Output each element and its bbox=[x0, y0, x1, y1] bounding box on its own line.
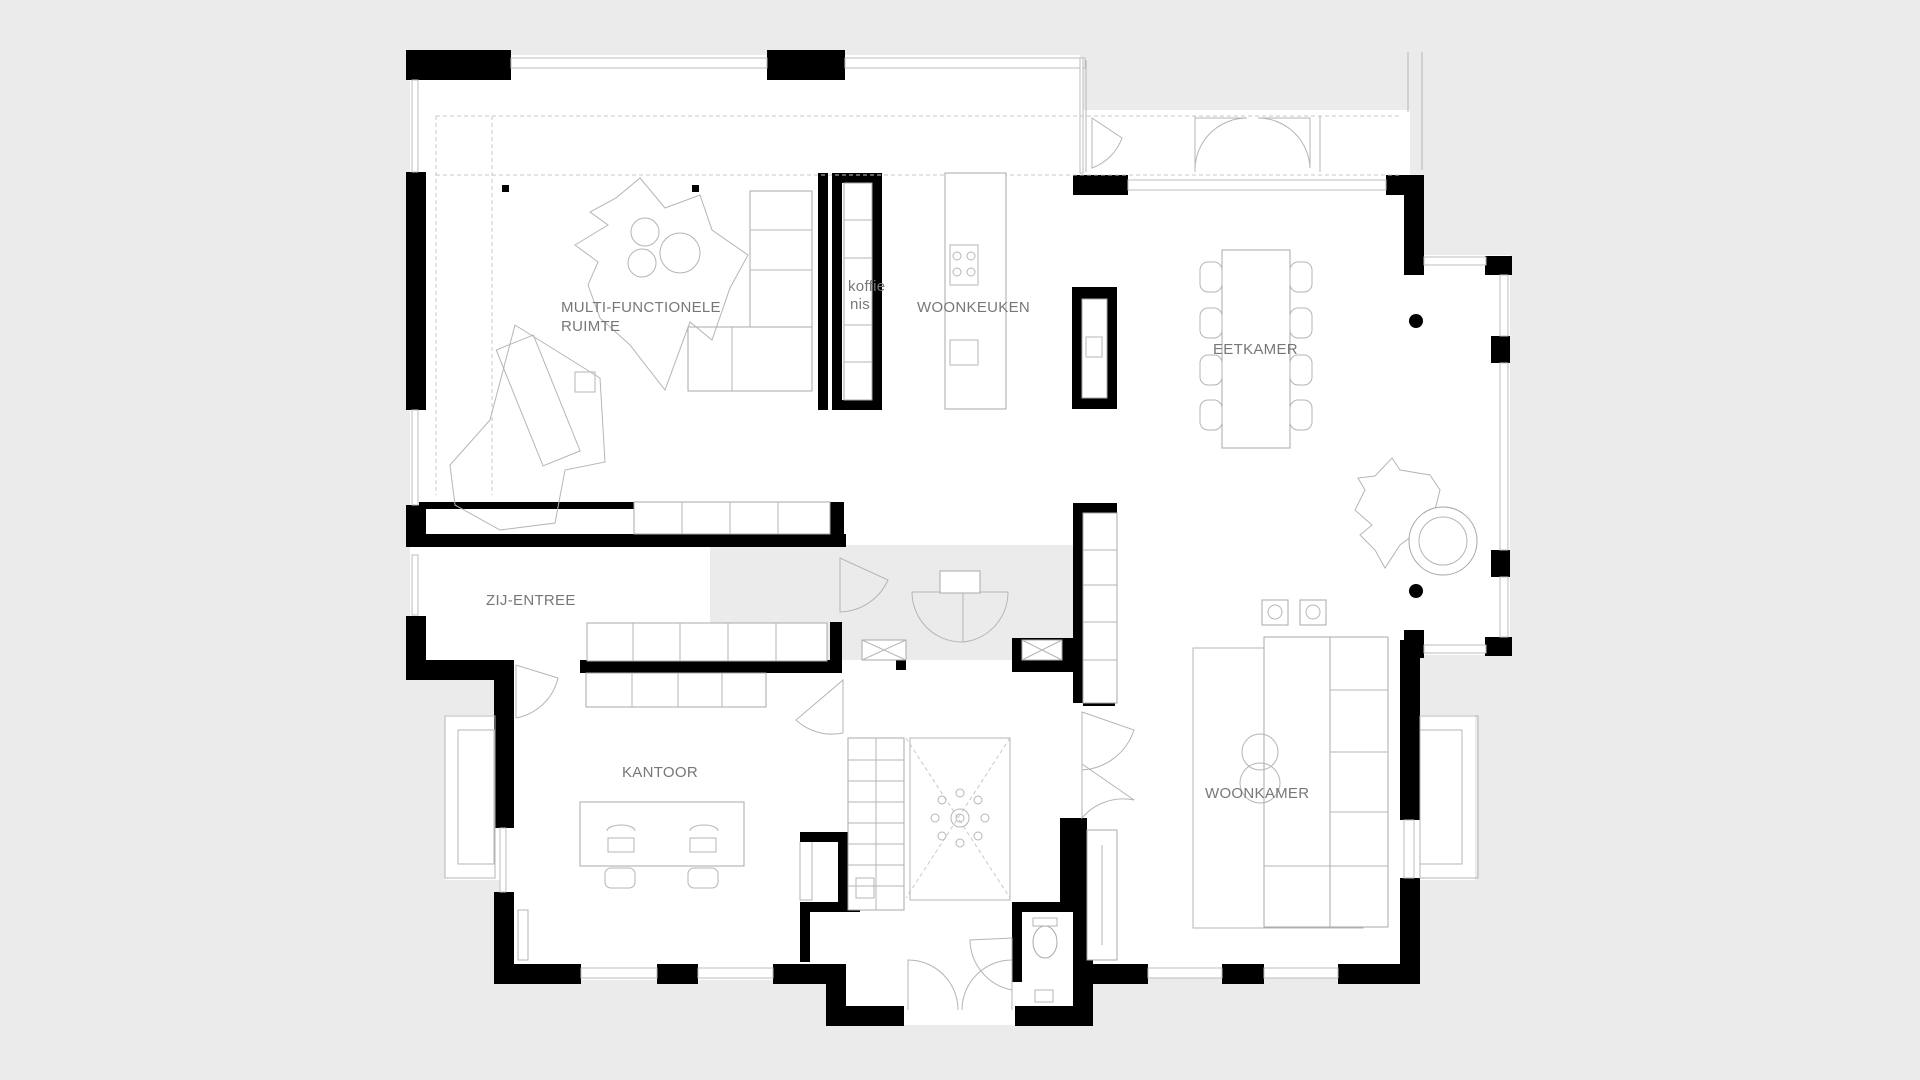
label-multifunctional-line2: RUIMTE bbox=[561, 318, 620, 335]
windows bbox=[411, 52, 1509, 979]
walls bbox=[406, 50, 1512, 1026]
doors bbox=[515, 116, 1321, 1011]
furniture bbox=[449, 172, 1478, 1003]
overhead-dashed-lines bbox=[435, 115, 1400, 899]
label-coffee-line2: nis bbox=[850, 296, 870, 313]
label-office: KANTOOR bbox=[622, 764, 698, 781]
label-kitchen: WOONKEUKEN bbox=[917, 299, 1030, 316]
label-multifunctional-line1: MULTI-FUNCTIONELE bbox=[561, 299, 721, 316]
room-labels: MULTI-FUNCTIONELE RUIMTE koffie nis WOON… bbox=[486, 278, 1309, 802]
label-living: WOONKAMER bbox=[1205, 785, 1309, 802]
label-dining: EETKAMER bbox=[1213, 341, 1298, 358]
label-coffee-line1: koffie bbox=[848, 278, 885, 295]
label-side-entrance: ZIJ-ENTREE bbox=[486, 592, 576, 609]
